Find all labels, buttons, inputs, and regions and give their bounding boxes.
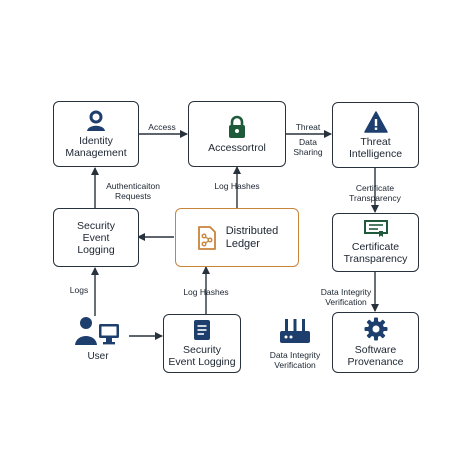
edge-label-data-sharing: Data Sharing bbox=[293, 137, 323, 157]
security-event-logging-bottom-title: Security Event Logging bbox=[168, 344, 236, 368]
user-node[interactable]: User bbox=[68, 316, 128, 366]
edge-label-threat: Threat bbox=[295, 122, 321, 132]
edge-label-log-hashes-top: Log Hashes bbox=[214, 181, 260, 191]
router-node[interactable]: Data Integrity Verification bbox=[262, 317, 328, 372]
threat-intelligence-title: Threat Intelligence bbox=[348, 135, 403, 160]
identity-management-node[interactable]: Identity Management bbox=[53, 101, 139, 167]
ledger-document-icon bbox=[196, 225, 218, 251]
access-control-node[interactable]: Accessortrol bbox=[188, 101, 286, 167]
edge-label-cert-transparency: Certificate Transparency bbox=[349, 183, 401, 203]
edge-label-auth-requests: Authenticaiton Requests bbox=[106, 181, 160, 201]
security-event-logging-bottom-node[interactable]: Security Event Logging bbox=[163, 314, 241, 373]
user-title: User bbox=[87, 351, 109, 362]
user-computer-icon bbox=[75, 316, 121, 351]
security-event-logging-node[interactable]: Security Event Logging bbox=[53, 208, 139, 267]
edge-label-data-integrity: Data Integrity Verification bbox=[320, 287, 372, 307]
router-title: Data Integrity Verification bbox=[269, 350, 321, 370]
software-provenance-node[interactable]: Software Provenance bbox=[332, 312, 419, 373]
certificate-transparency-node[interactable]: Certificate Transparency bbox=[332, 213, 419, 272]
certificate-transparency-title: Certificate Transparency bbox=[343, 241, 408, 265]
gear-icon bbox=[364, 317, 388, 341]
edge-label-log-hashes-bottom: Log Hashes bbox=[183, 287, 229, 297]
edge-label-access: Access bbox=[148, 122, 176, 132]
document-icon bbox=[193, 319, 211, 341]
lock-icon bbox=[226, 115, 248, 139]
threat-intelligence-node[interactable]: Threat Intelligence bbox=[332, 102, 419, 168]
distributed-ledger-node[interactable]: Distributed Ledger bbox=[175, 208, 299, 267]
warning-icon bbox=[363, 110, 388, 133]
access-control-title: Accessortrol bbox=[208, 141, 266, 154]
edge-label-logs: Logs bbox=[69, 285, 89, 295]
router-icon bbox=[279, 317, 311, 350]
software-provenance-title: Software Provenance bbox=[347, 344, 404, 368]
distributed-ledger-title: Distributed Ledger bbox=[225, 224, 279, 250]
certificate-icon bbox=[363, 220, 388, 238]
person-icon bbox=[85, 110, 107, 132]
security-event-logging-title: Security Event Logging bbox=[77, 219, 115, 256]
identity-management-title: Identity Management bbox=[65, 134, 127, 159]
